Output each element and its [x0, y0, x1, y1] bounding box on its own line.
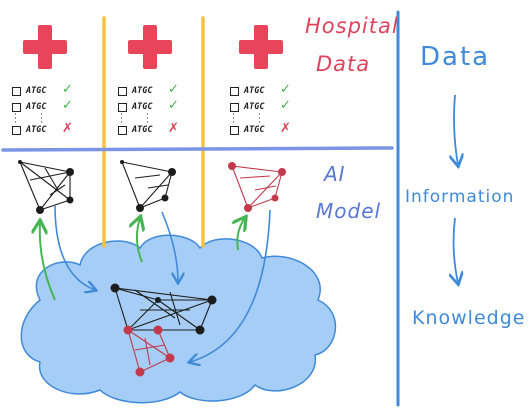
cross-mark-icon: ✗ [280, 121, 291, 136]
horizontal-separator [1, 146, 394, 152]
ai-label-line-1: AI [324, 162, 346, 186]
hospital-cross-icon-2 [128, 25, 172, 69]
checkbox-icon [12, 126, 21, 135]
ai-label-line-2: Model [316, 199, 382, 223]
hospital-cross-icon-1 [23, 25, 67, 69]
sequence-text: ATGC [132, 86, 153, 96]
blue-arrow-3 [190, 209, 271, 362]
sequence-text: ATGC [244, 102, 265, 112]
sequence-text: ATGC [132, 125, 153, 135]
pipeline-knowledge-label: Knowledge [412, 307, 526, 329]
blue-arrow-1 [54, 204, 95, 290]
checkmark-icon: ✓ [280, 98, 291, 113]
ellipsis-icon: ··· [120, 110, 123, 128]
combined-graph-black [114, 287, 213, 331]
ellipsis-icon: ··· [40, 110, 43, 128]
checkmark-icon: ✓ [168, 98, 179, 113]
checkbox-icon [230, 87, 239, 96]
cross-mark-icon: ✗ [168, 121, 179, 136]
hospital-title-line-2: Data [316, 52, 371, 76]
sequence-text: ATGC [132, 102, 153, 112]
model-graph-1 [19, 161, 71, 211]
pipeline-information-label: Information [405, 187, 515, 207]
pipeline-data-label: Data [420, 42, 491, 72]
sequence-text: ATGC [244, 86, 265, 96]
combined-graph-nodes [110, 283, 217, 377]
arrow-information-to-knowledge [454, 217, 458, 283]
model-graph-2-nodes [120, 160, 176, 212]
green-arrow-3 [237, 218, 245, 251]
checkmark-icon: ✓ [168, 82, 179, 97]
ellipsis-icon: ··· [146, 110, 149, 128]
checkmark-icon: ✓ [62, 82, 73, 97]
checkbox-icon [118, 103, 127, 112]
sequence-text: ATGC [26, 86, 47, 96]
checkbox-icon [118, 126, 127, 135]
sequence-text: ATGC [26, 125, 47, 135]
checkbox-icon [12, 103, 21, 112]
checkbox-icon [230, 103, 239, 112]
hospital-cross-icon-3 [239, 25, 283, 69]
checkbox-icon [118, 87, 127, 96]
checkmark-icon: ✓ [62, 98, 73, 113]
ellipsis-icon: ··· [232, 110, 235, 128]
checkbox-icon [230, 126, 239, 135]
sequence-text: ATGC [26, 102, 47, 112]
arrow-data-to-information [454, 94, 458, 165]
ellipsis-icon: ··· [14, 110, 17, 128]
ellipsis-icon: ··· [258, 110, 261, 128]
hospital-title-line-1: Hospital [305, 14, 399, 38]
model-graph-3 [231, 165, 283, 209]
green-arrow-1 [40, 222, 56, 301]
sequence-text: ATGC [244, 125, 265, 135]
combined-graph-red [127, 329, 171, 373]
model-graph-3-nodes [228, 162, 286, 212]
blue-arrow-2 [161, 211, 178, 282]
green-arrow-2 [137, 218, 142, 263]
cross-mark-icon: ✗ [62, 121, 73, 136]
checkbox-icon [12, 87, 21, 96]
checkmark-icon: ✓ [280, 82, 291, 97]
model-graph-1-nodes [18, 160, 74, 214]
model-graph-2 [121, 161, 173, 209]
